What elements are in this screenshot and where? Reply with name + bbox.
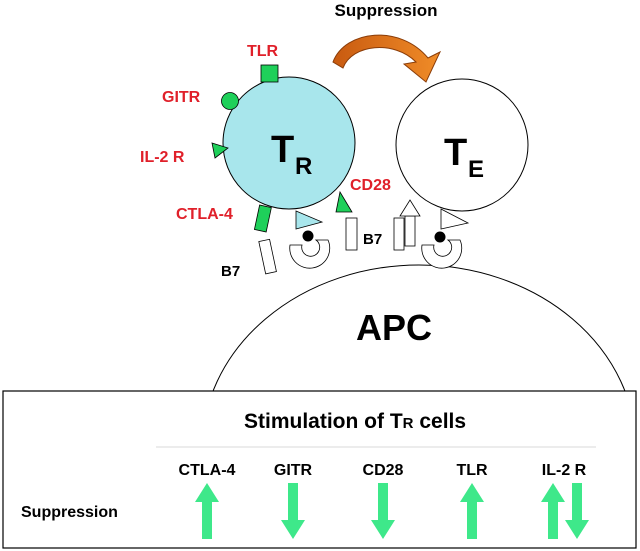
table-title: Stimulation of TR cells bbox=[244, 410, 466, 433]
treg-label-sub: R bbox=[295, 153, 312, 180]
il2r-receptor bbox=[211, 142, 229, 159]
b7-mid-molecule bbox=[345, 217, 358, 251]
il2r-down-arrow bbox=[565, 483, 589, 539]
cd28-label: CD28 bbox=[350, 177, 391, 194]
teff-cd28-bar bbox=[404, 215, 416, 247]
column-header-tlr: TLR bbox=[456, 462, 488, 479]
tlr-label: TLR bbox=[247, 43, 279, 60]
apc-label: APC bbox=[356, 307, 432, 348]
gitr-label: GITR bbox=[162, 89, 201, 106]
stimulation-table-box bbox=[2, 390, 637, 549]
mhc-left bbox=[289, 230, 331, 269]
treg-tcr bbox=[295, 210, 324, 230]
column-header-il2r: IL-2 R bbox=[542, 462, 587, 479]
table-title-sub: R bbox=[403, 415, 414, 432]
ctla4-receptor bbox=[253, 204, 272, 233]
teff-label-sub: E bbox=[468, 156, 484, 183]
il2r-label: IL-2 R bbox=[140, 149, 185, 166]
b7-left-label: B7 bbox=[221, 263, 240, 280]
column-header-ctla4: CTLA-4 bbox=[179, 462, 236, 479]
column-header-cd28: CD28 bbox=[363, 462, 404, 479]
b7-right-label: B7 bbox=[363, 231, 382, 248]
teff-cell bbox=[395, 78, 529, 212]
b7-right-molecule bbox=[393, 217, 405, 251]
gitr-receptor bbox=[221, 92, 239, 110]
gitr-down-arrow bbox=[281, 483, 305, 539]
tlr-receptor bbox=[260, 64, 279, 83]
cd28-down-arrow bbox=[371, 483, 395, 539]
il2r-up-arrow bbox=[541, 483, 565, 539]
table-title-prefix: Stimulation of T bbox=[244, 410, 403, 433]
suppression-row-label: Suppression bbox=[21, 504, 118, 521]
mhc-right bbox=[421, 231, 463, 269]
ctla4-up-arrow bbox=[195, 483, 219, 539]
column-header-gitr: GITR bbox=[274, 462, 313, 479]
suppression-title: Suppression bbox=[335, 1, 438, 20]
b7-left-molecule bbox=[258, 238, 277, 275]
cd28-receptor bbox=[335, 190, 353, 213]
table-title-suffix: cells bbox=[414, 410, 467, 433]
treg-cell bbox=[222, 76, 356, 210]
suppression-arrow bbox=[332, 34, 442, 83]
teff-cd28-head bbox=[399, 199, 421, 217]
treg-label-main: T bbox=[271, 129, 294, 171]
teff-label-main: T bbox=[444, 132, 467, 174]
teff-tcr bbox=[440, 208, 470, 230]
ctla4-label: CTLA-4 bbox=[176, 206, 233, 223]
tlr-up-arrow bbox=[460, 483, 484, 539]
